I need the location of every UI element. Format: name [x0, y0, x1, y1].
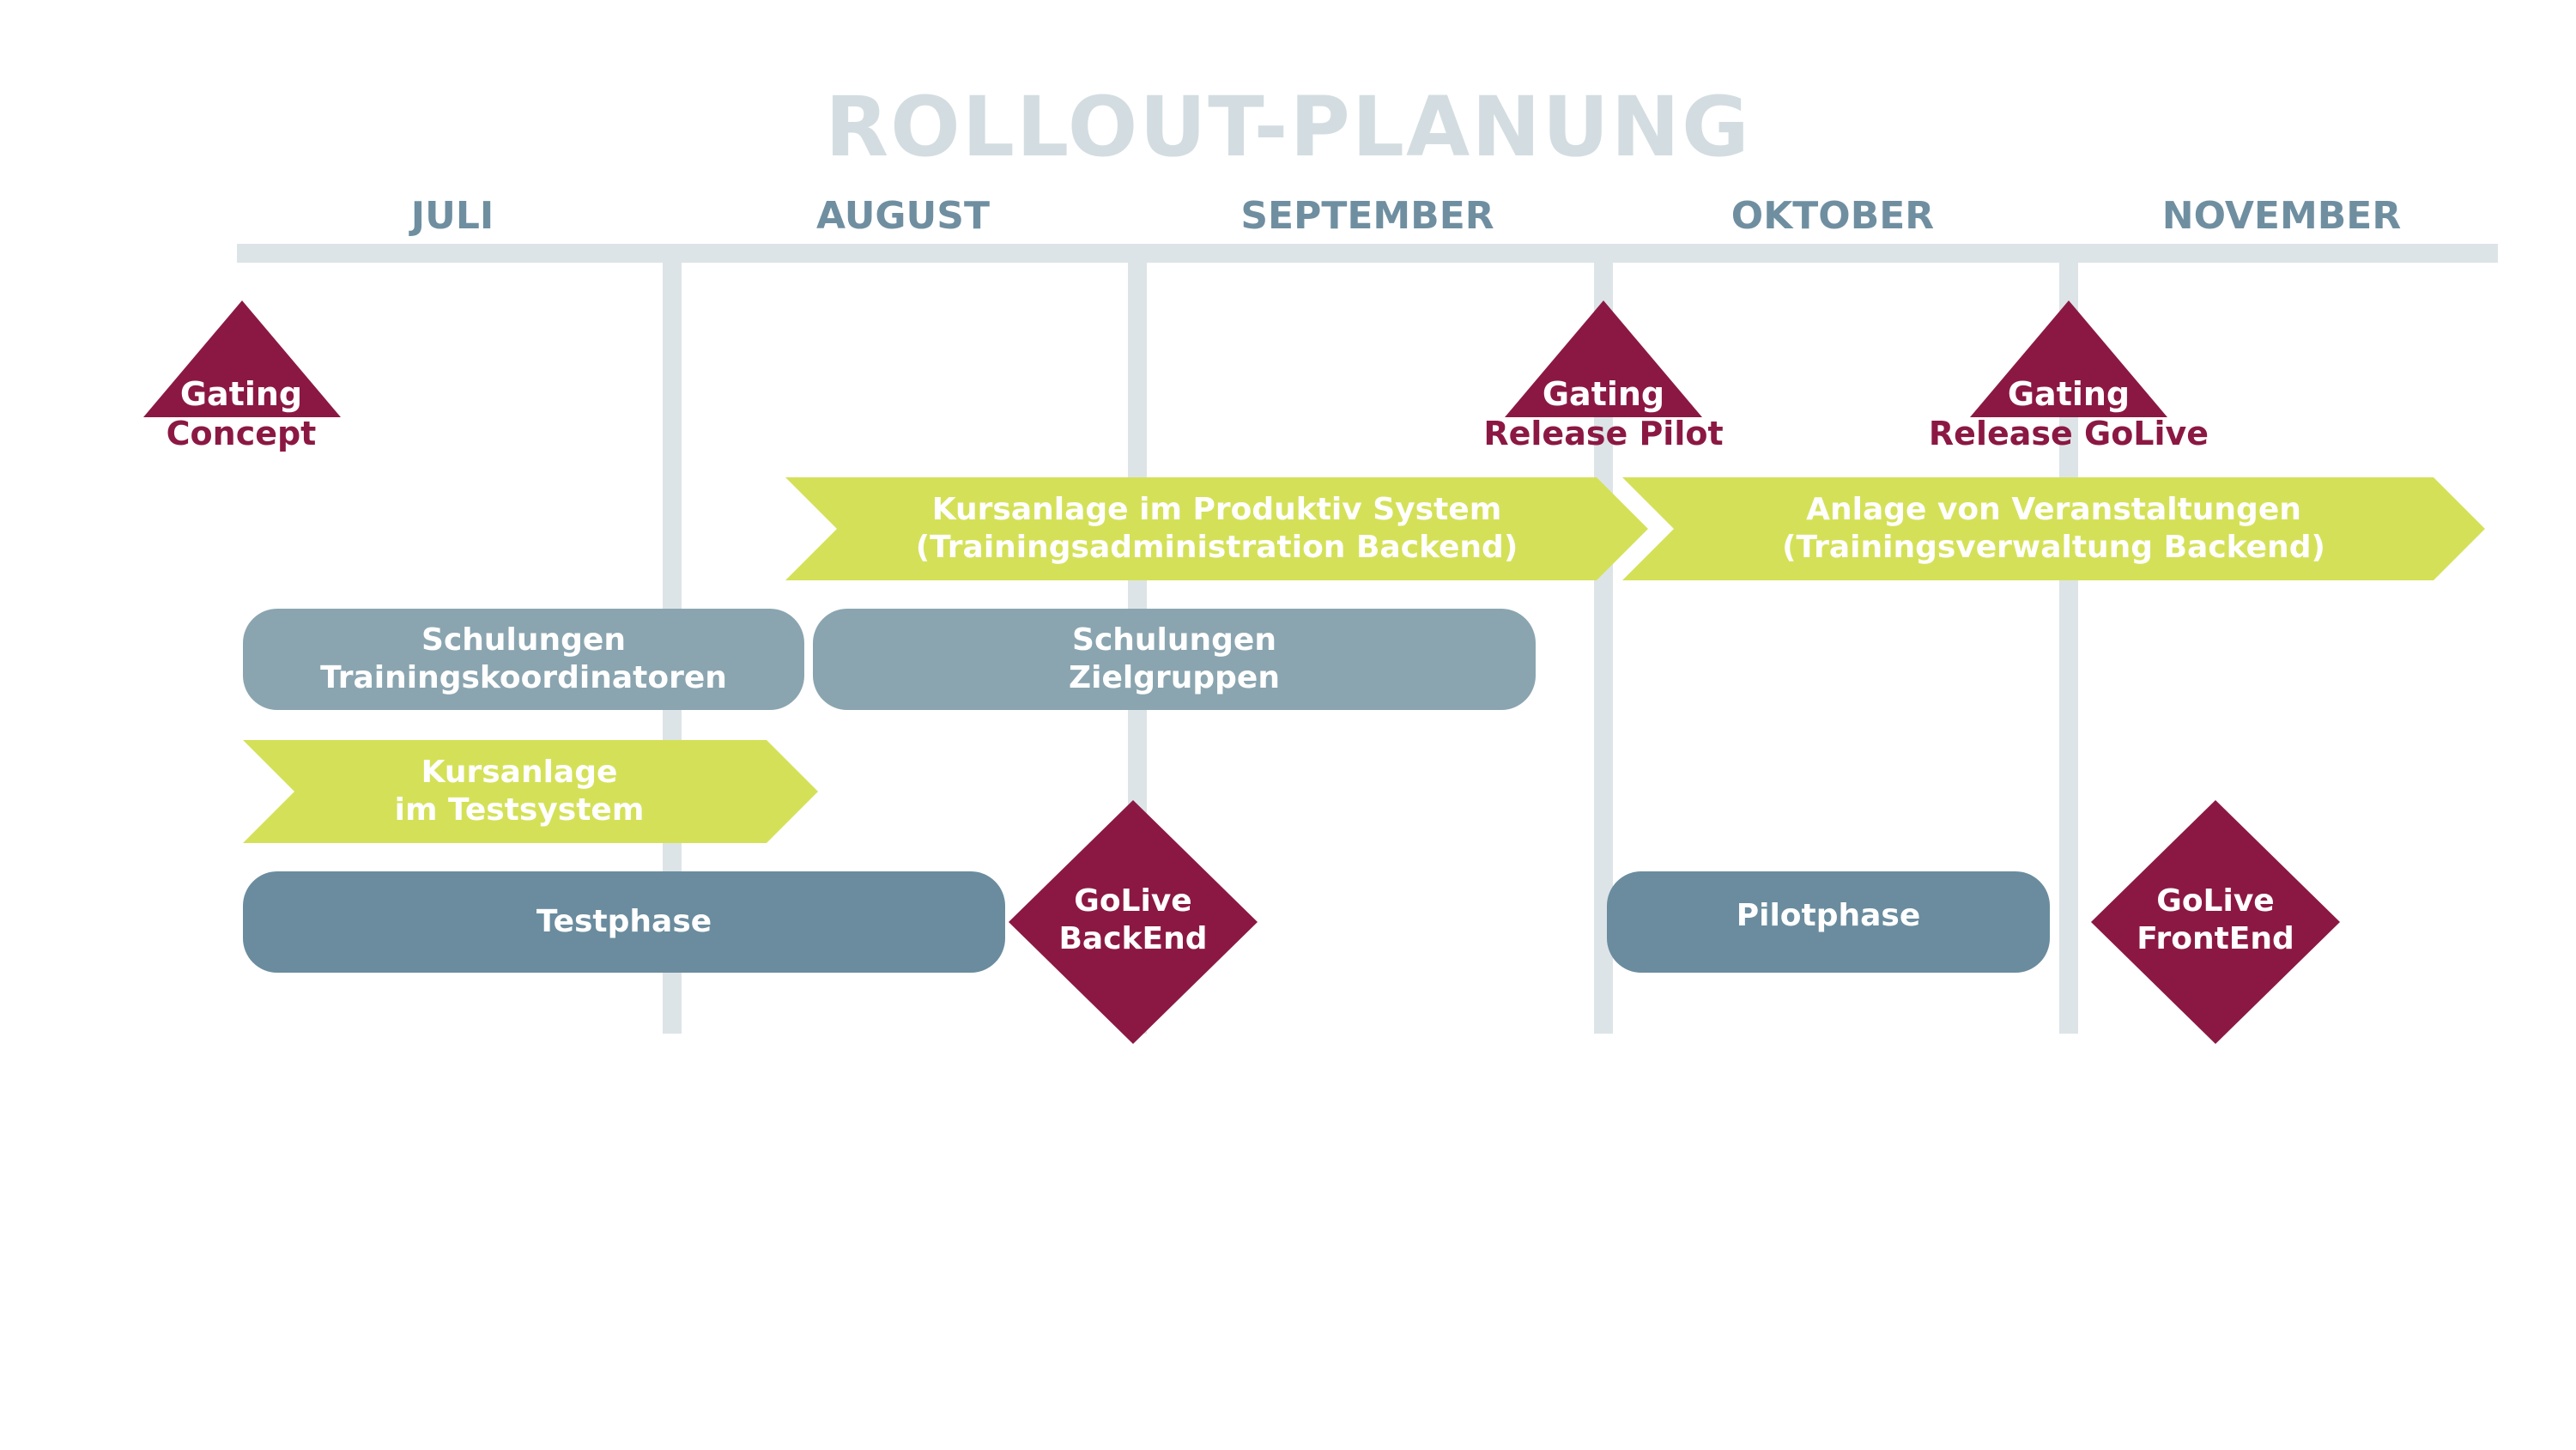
phase-pilotphase-shape: [1607, 871, 2050, 973]
arrow-kursanlage-produktiv-shape: [785, 477, 1648, 580]
gate-release-golive-line2: Release GoLive: [1928, 415, 2209, 452]
month-juli: JULI: [410, 194, 494, 238]
month-divider-oktober-november: [2059, 258, 2078, 1034]
golive-backend-diamond: [1009, 800, 1258, 1044]
arrow-anlage-veranstaltungen-label: Anlage von Veranstaltungen (Trainingsver…: [1674, 477, 2434, 580]
phase-schulungen-zielgruppen-line1: Schulungen: [1072, 622, 1276, 658]
golive-backend-line1: GoLive: [1074, 883, 1192, 919]
phase-schulungen-zielgruppen-line2: Zielgruppen: [1069, 660, 1280, 695]
golive-backend-line2: BackEnd: [1058, 921, 1208, 956]
gate-release-golive-line1: Gating: [2007, 375, 2131, 413]
phase-schulungen-trainingskoordinatoren-shape: [243, 609, 804, 710]
golive-frontend-line2: FrontEnd: [2137, 921, 2294, 956]
gate-concept-triangle: [143, 300, 341, 417]
phase-schulungen-trainingskoordinatoren-label: Schulungen Trainingskoordinatoren: [243, 609, 804, 710]
phase-testphase-text: Testphase: [536, 904, 712, 939]
gate-release-pilot-line1: Gating: [1542, 375, 1665, 413]
arrow-kursanlage-testsystem-line1: Kursanlage: [421, 755, 618, 790]
gate-concept-line1: Gating: [179, 375, 303, 413]
gate-release-pilot-triangle: [1505, 300, 1702, 417]
golive-frontend-line1: GoLive: [2156, 883, 2275, 919]
arrow-anlage-veranstaltungen-line1: Anlage von Veranstaltungen: [1806, 492, 2301, 527]
phase-pilotphase-label: Pilotphase: [1607, 865, 2050, 967]
gate-concept-label: Gating Concept: [112, 373, 370, 455]
timeline-bar: [237, 244, 2498, 263]
phase-pilotphase-text: Pilotphase: [1736, 898, 1921, 933]
gate-release-golive-triangle: [1970, 300, 2167, 417]
golive-frontend-label: GoLive FrontEnd: [2091, 877, 2340, 963]
gate-concept-line2: Concept: [166, 415, 317, 452]
month-divider-september-oktober: [1594, 258, 1613, 1034]
arrow-kursanlage-produktiv-label: Kursanlage im Produktiv System (Training…: [837, 477, 1597, 580]
arrow-kursanlage-testsystem-label: Kursanlage im Testsystem: [262, 740, 777, 843]
golive-backend-label: GoLive BackEnd: [1009, 877, 1258, 963]
month-august: AUGUST: [816, 194, 990, 238]
arrow-kursanlage-produktiv-line1: Kursanlage im Produktiv System: [931, 492, 1502, 527]
page-title: ROLLOUT-PLANUNG: [825, 79, 1751, 175]
month-oktober: OKTOBER: [1730, 194, 1935, 238]
golive-frontend-diamond: [2091, 800, 2340, 1044]
arrow-kursanlage-produktiv-line2: (Trainingsadministration Backend): [915, 530, 1518, 565]
month-september: SEPTEMBER: [1240, 194, 1494, 238]
gate-release-golive-label: Gating Release GoLive: [1906, 373, 2232, 455]
phase-schulungen-trainingskoordinatoren-line2: Trainingskoordinatoren: [320, 660, 727, 695]
arrow-anlage-veranstaltungen-shape: [1622, 477, 2485, 580]
arrow-kursanlage-testsystem-line2: im Testsystem: [394, 792, 645, 828]
phase-schulungen-zielgruppen-shape: [813, 609, 1536, 710]
gate-release-pilot-label: Gating Release Pilot: [1475, 373, 1732, 455]
arrow-kursanlage-testsystem-shape: [243, 740, 818, 843]
phase-testphase-shape: [243, 871, 1005, 973]
phase-testphase-label: Testphase: [243, 871, 1005, 973]
phase-schulungen-zielgruppen-label: Schulungen Zielgruppen: [813, 609, 1536, 710]
phase-schulungen-trainingskoordinatoren-line1: Schulungen: [421, 622, 626, 658]
arrow-anlage-veranstaltungen-line2: (Trainingsverwaltung Backend): [1782, 530, 2325, 565]
gate-release-pilot-line2: Release Pilot: [1483, 415, 1724, 452]
month-november: NOVEMBER: [2161, 194, 2402, 238]
